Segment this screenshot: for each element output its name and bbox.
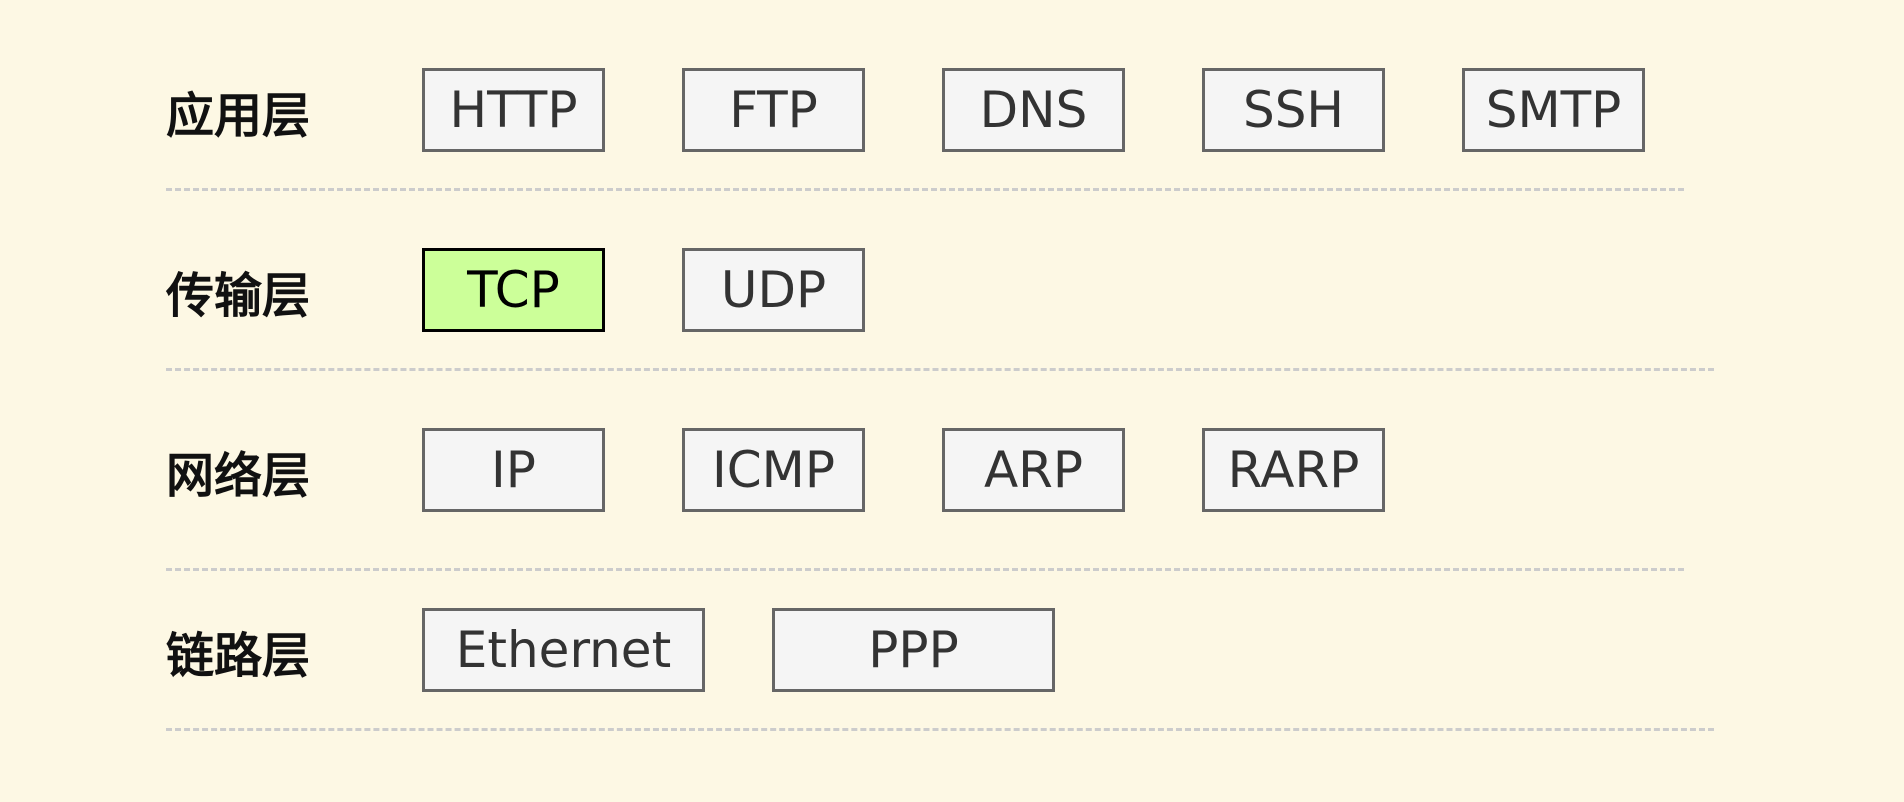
protocol-box-http: HTTP	[422, 68, 605, 152]
layer-divider	[166, 368, 1714, 371]
protocol-box-ethernet: Ethernet	[422, 608, 705, 692]
layer-divider	[166, 568, 1684, 571]
protocol-box-udp: UDP	[682, 248, 865, 332]
protocol-box-ssh: SSH	[1202, 68, 1385, 152]
layer-label-application: 应用层	[166, 88, 311, 144]
protocol-box-smtp: SMTP	[1462, 68, 1645, 152]
layer-label-network: 网络层	[166, 448, 311, 504]
protocol-box-ftp: FTP	[682, 68, 865, 152]
protocol-box-arp: ARP	[942, 428, 1125, 512]
protocol-box-tcp: TCP	[422, 248, 605, 332]
protocol-box-dns: DNS	[942, 68, 1125, 152]
protocol-box-rarp: RARP	[1202, 428, 1385, 512]
layer-divider	[166, 728, 1714, 731]
protocol-box-ppp: PPP	[772, 608, 1055, 692]
layer-label-link: 链路层	[166, 628, 311, 684]
protocol-box-ip: IP	[422, 428, 605, 512]
layer-divider	[166, 188, 1684, 191]
protocol-box-icmp: ICMP	[682, 428, 865, 512]
layer-label-transport: 传输层	[166, 268, 311, 324]
